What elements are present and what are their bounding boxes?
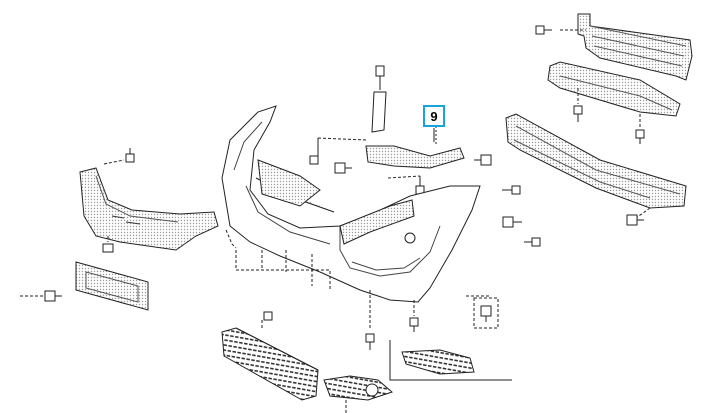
bolt-icon [44, 290, 62, 302]
clip-icon [480, 305, 492, 322]
bolt-icon [334, 162, 352, 174]
fog-light-garnish-right[interactable] [389, 340, 512, 381]
callout-label: 9 [430, 108, 438, 124]
bolt-icon [535, 25, 552, 35]
bolt-icon [626, 214, 644, 226]
bolt-icon [524, 237, 541, 247]
front-bumper-cover[interactable] [221, 105, 521, 350]
bolt-icon [263, 311, 273, 321]
absorber-bracket[interactable] [547, 61, 681, 144]
bolt-icon [365, 333, 375, 350]
bolt-icon [415, 176, 425, 195]
lower-grille[interactable] [221, 311, 319, 401]
center-mounting-bracket[interactable] [309, 65, 492, 195]
side-clips[interactable] [502, 216, 541, 247]
bolt-icon [309, 155, 319, 165]
fog-light-garnish-left[interactable] [323, 375, 393, 413]
license-plate-bracket[interactable] [20, 261, 149, 311]
clip-detail[interactable] [466, 295, 499, 329]
bolt-icon [375, 65, 385, 90]
bumper-reinforcement-beam[interactable] [505, 113, 687, 226]
bolt-icon [635, 129, 645, 144]
clip-icon [502, 216, 522, 228]
bolt-icon [125, 148, 135, 163]
upper-grille-support[interactable] [535, 13, 693, 81]
left-side-spoiler[interactable] [79, 148, 219, 253]
bolt-icon [502, 185, 521, 195]
clip-icon [102, 243, 114, 253]
part-callout-9[interactable]: 9 [423, 105, 445, 127]
bolt-icon [409, 317, 419, 332]
bolt-icon [474, 154, 492, 166]
bolt-icon [573, 105, 583, 122]
